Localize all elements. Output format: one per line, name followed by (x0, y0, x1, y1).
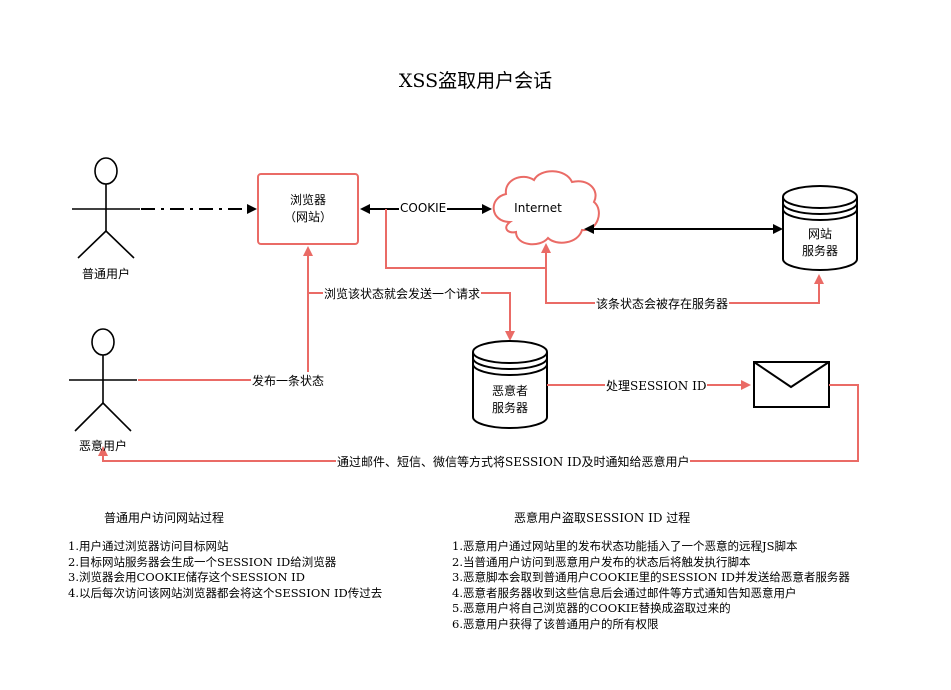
notify-arrow (98, 384, 859, 462)
attacker-server-label: 恶意者 服务器 (473, 383, 547, 417)
browser-box (257, 173, 359, 245)
page-title: XSS盗取用户会话 (398, 70, 553, 92)
list-item: 4.以后每次访问该网站浏览器都会将这个SESSION ID传过去 (68, 585, 383, 600)
attacker-server-label-line2: 服务器 (491, 401, 528, 415)
normal-user-actor (72, 157, 140, 259)
list-item: 3.浏览器会用COOKIE储存这个SESSION ID (68, 570, 305, 584)
normal-process-title: 普通用户访问网站过程 (104, 511, 225, 525)
web-server-label: 网站 服务器 (783, 226, 857, 260)
browse-request-label: 浏览该状态就会发送一个请求 (323, 285, 482, 302)
malicious-user-actor (69, 328, 137, 432)
list-item: 2.目标网站服务器会生成一个SESSION ID给浏览器 (68, 554, 337, 569)
internet-cloud (492, 170, 600, 246)
normal-process-steps: 1.用户通过浏览器访问目标网站 2.目标网站服务器会生成一个SESSION ID… (68, 539, 382, 601)
attacker-server-cylinder (472, 340, 548, 429)
browser-label-line1: 浏览器 (289, 193, 326, 207)
browser-to-internet-arrow (385, 209, 551, 269)
state-stored-label: 该条状态会被存在服务器 (595, 295, 730, 312)
browser-label-line2: （网站） (283, 210, 332, 224)
mail-icon (753, 361, 830, 408)
post-state-label: 发布一条状态 (251, 372, 326, 389)
list-item: 1.恶意用户通过网站里的发布状态功能插入了一个恶意的远程JS脚本 (452, 539, 798, 553)
post-state-arrow (138, 246, 313, 381)
web-server-label-line1: 网站 (807, 227, 832, 241)
malicious-process-title: 恶意用户盗取SESSION ID 过程 (514, 511, 691, 525)
attacker-server-label-line1: 恶意者 (491, 384, 528, 398)
normal-user-label: 普通用户 (81, 267, 130, 281)
cookie-label: COOKIE (399, 201, 448, 215)
list-item: 2.当普通用户访问到恶意用户发布的状态后将触发执行脚本 (452, 554, 751, 569)
list-item: 4.恶意者服务器收到这些信息后会通过邮件等方式通知告知恶意用户 (452, 585, 797, 600)
list-item: 6.恶意用户获得了该普通用户的所有权限 (452, 616, 659, 631)
browser-label: 浏览器 （网站） (258, 192, 358, 226)
list-item: 1.用户通过浏览器访问目标网站 (68, 539, 229, 553)
notify-label: 通过邮件、短信、微信等方式将SESSION ID及时通知给恶意用户 (336, 453, 691, 470)
internet-label: Internet (514, 201, 562, 215)
list-item: 3.恶意脚本会取到普通用户COOKIE里的SESSION ID并发送给恶意者服务… (452, 570, 850, 584)
malicious-process-steps: 1.恶意用户通过网站里的发布状态功能插入了一个恶意的远程JS脚本 2.当普通用户… (452, 539, 850, 632)
list-item: 5.恶意用户将自己浏览器的COOKIE替换成盗取过来的 (452, 601, 731, 615)
web-server-label-line2: 服务器 (801, 244, 838, 258)
web-server-cylinder (782, 185, 858, 271)
malicious-user-label: 恶意用户 (78, 439, 127, 453)
process-session-label: 处理SESSION ID (605, 377, 708, 394)
